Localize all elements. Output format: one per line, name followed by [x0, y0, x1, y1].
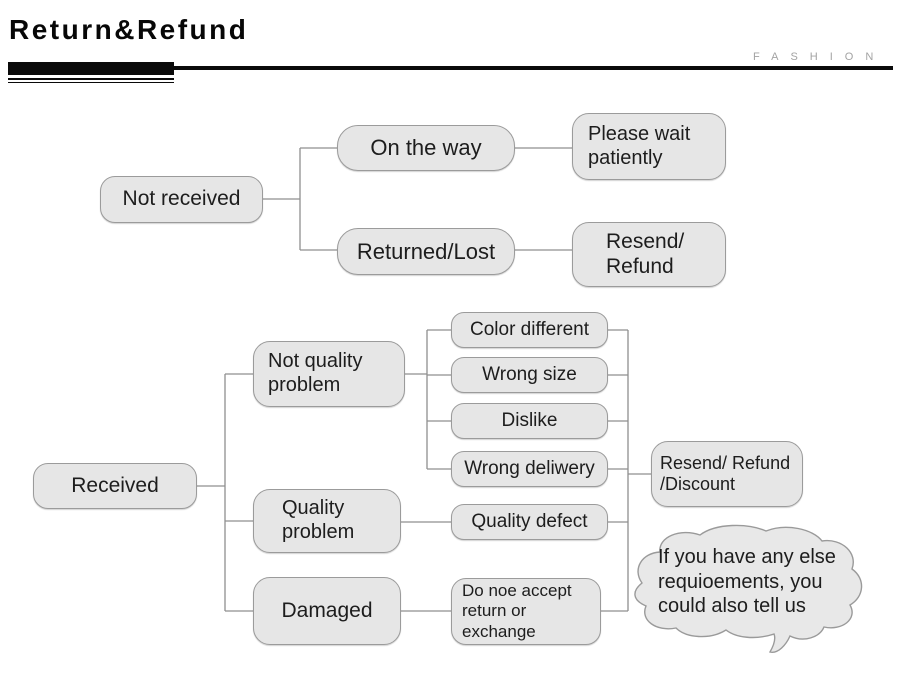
node-label-line: Refund	[606, 254, 674, 278]
node-label-line: Resend/	[606, 229, 685, 253]
bubble-line: could also tell us	[658, 595, 806, 617]
node-label-line: Do noe accept	[462, 580, 572, 600]
node-label-line: patiently	[588, 146, 663, 169]
node-quality-problem: Quality problem	[253, 489, 401, 553]
node-label-line: problem	[282, 521, 355, 543]
node-on-the-way: On the way	[337, 125, 515, 171]
header-rule-line	[174, 66, 893, 70]
node-label: Dislike	[501, 409, 558, 431]
node-not-received: Not received	[100, 176, 263, 223]
node-dislike: Dislike	[451, 403, 608, 439]
node-resend-refund: Resend/ Refund	[572, 222, 726, 287]
page-title: Return&Refund	[9, 14, 249, 45]
node-label: Color different	[470, 318, 589, 340]
title-underline-thin-2	[8, 82, 174, 83]
node-wrong-size: Wrong size	[451, 357, 608, 393]
node-quality-defect: Quality defect	[451, 504, 608, 540]
node-do-not-accept-return: Do noe accept return or exchange	[451, 578, 601, 645]
node-label-line: /Discount	[660, 474, 736, 494]
node-color-different: Color different	[451, 312, 608, 348]
node-label: Damaged	[281, 598, 373, 622]
node-label: Received	[71, 473, 159, 497]
node-label-line: return or	[462, 601, 527, 621]
node-label-line: Not quality	[268, 350, 363, 373]
node-label: On the way	[370, 135, 482, 161]
node-wrong-delivery: Wrong deliwery	[451, 451, 608, 487]
node-label: Quality defect	[471, 510, 588, 532]
brand-label: FASHION	[753, 51, 886, 63]
node-label-line: Resend/ Refund	[660, 452, 791, 473]
node-not-quality-problem: Not quality problem	[253, 341, 405, 407]
node-please-wait-patiently: Please wait patiently	[572, 113, 726, 180]
node-received: Received	[33, 463, 197, 509]
title-underline-bar	[8, 62, 174, 75]
node-label: Not received	[122, 187, 241, 211]
node-label: Wrong size	[482, 363, 577, 385]
bubble-line: requioements, you	[658, 570, 823, 593]
node-damaged: Damaged	[253, 577, 401, 645]
speech-bubble-shape	[634, 524, 863, 653]
node-label-line: exchange	[462, 621, 536, 641]
node-label-line: Please wait	[588, 122, 691, 145]
node-resend-refund-discount: Resend/ Refund /Discount	[651, 441, 803, 507]
node-label-line: problem	[268, 374, 341, 396]
node-label-line: Quality	[282, 497, 345, 520]
node-label: Returned/Lost	[356, 238, 496, 264]
bubble-line: If you have any else	[658, 546, 836, 568]
node-returned-lost: Returned/Lost	[337, 228, 515, 275]
title-underline-thin-1	[8, 78, 174, 80]
speech-bubble-text: If you have any else requioements, you c…	[658, 545, 853, 619]
node-label: Wrong deliwery	[464, 457, 595, 479]
